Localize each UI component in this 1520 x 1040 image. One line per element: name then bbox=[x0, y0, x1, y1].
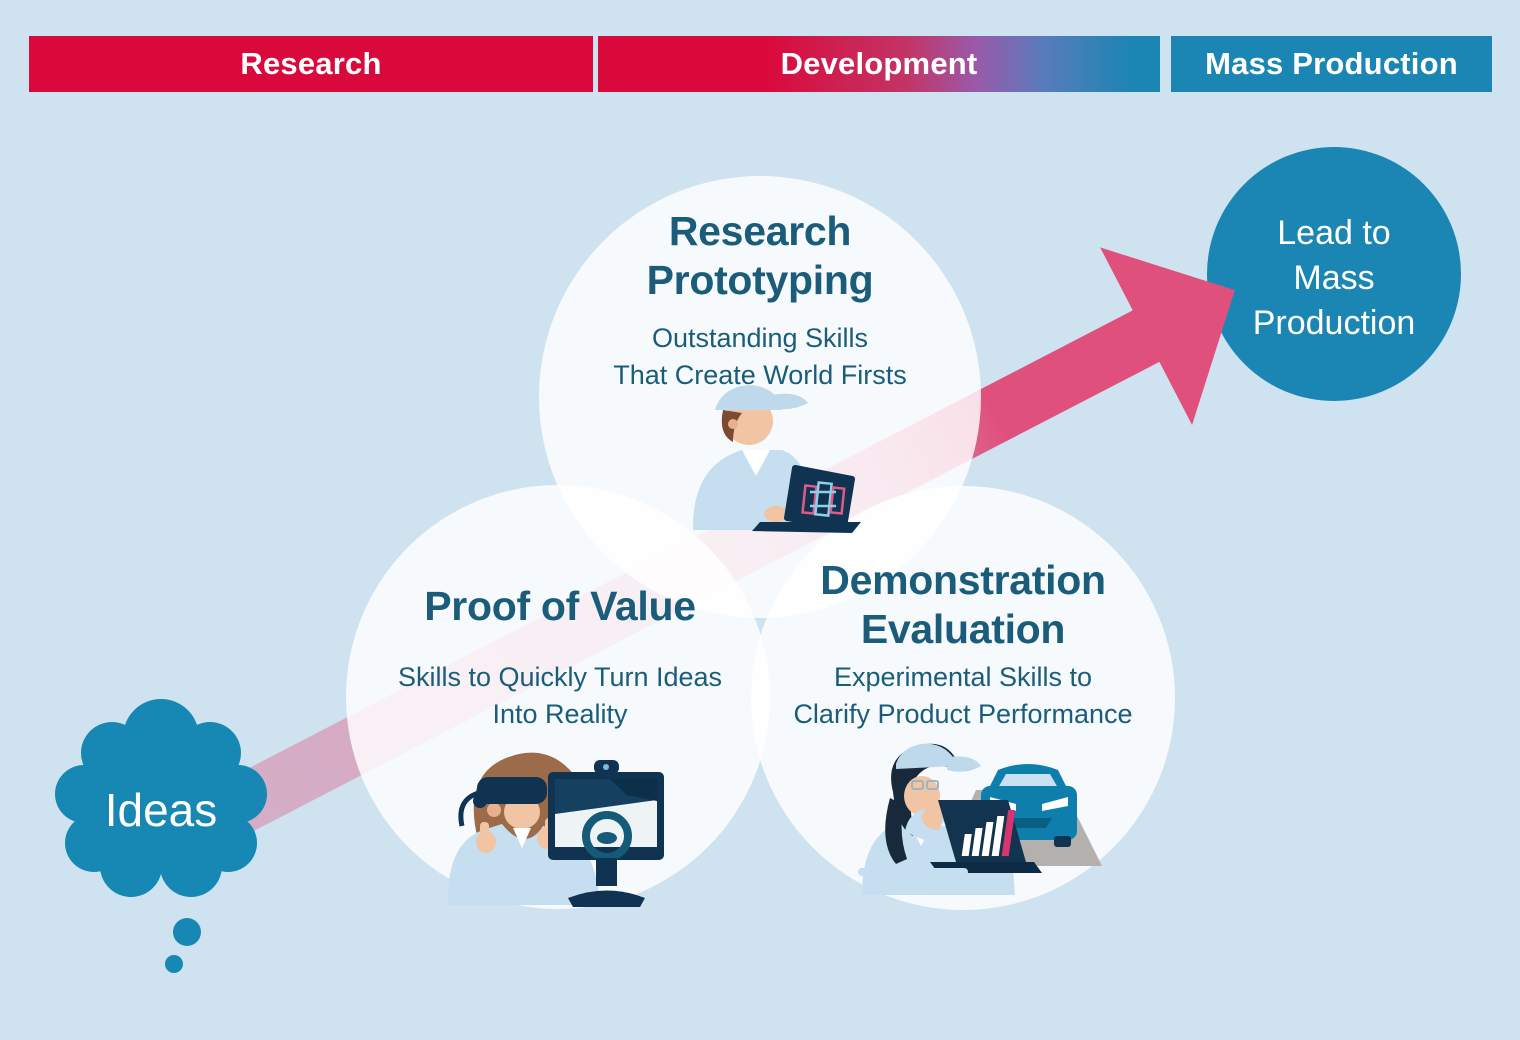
phase-bar-mass-production: Mass Production bbox=[1171, 36, 1492, 92]
ideas-thought-cloud bbox=[55, 699, 267, 973]
stage-subtitle-proof-of-value: Skills to Quickly Turn Ideas Into Realit… bbox=[397, 662, 723, 729]
lead-to-mass-production-label: Lead to Mass Production bbox=[1252, 214, 1416, 342]
phase-label-research: Research bbox=[240, 46, 382, 81]
stage-subtitle-demonstration-evaluation: Experimental Skills to Clarify Product P… bbox=[793, 662, 1133, 729]
stage-subtitle-research-prototyping: Outstanding Skills That Create World Fir… bbox=[613, 323, 907, 390]
lead-to-mass-production-circle bbox=[1207, 147, 1461, 401]
engineer-with-laptop-illustration bbox=[692, 385, 861, 533]
phase-label-mass-production: Mass Production bbox=[1205, 46, 1458, 81]
stage-title-proof-of-value: Proof of Value bbox=[424, 583, 696, 629]
phase-bar-development: Development bbox=[598, 36, 1160, 92]
phase-label-development: Development bbox=[780, 46, 978, 81]
thought-bubble-dot-large bbox=[173, 918, 201, 946]
stage-title-demonstration-evaluation: Demonstration Evaluation bbox=[820, 557, 1106, 653]
vehicle-test-with-laptop-chart-illustration bbox=[858, 743, 1102, 895]
vr-headset-driving-simulator-illustration bbox=[447, 752, 664, 907]
ideas-label: Ideas bbox=[104, 784, 218, 836]
thought-bubble-dot-small bbox=[165, 955, 183, 973]
phase-bar-research: Research bbox=[29, 36, 593, 92]
stage-title-research-prototyping: Research Prototyping bbox=[646, 208, 874, 304]
